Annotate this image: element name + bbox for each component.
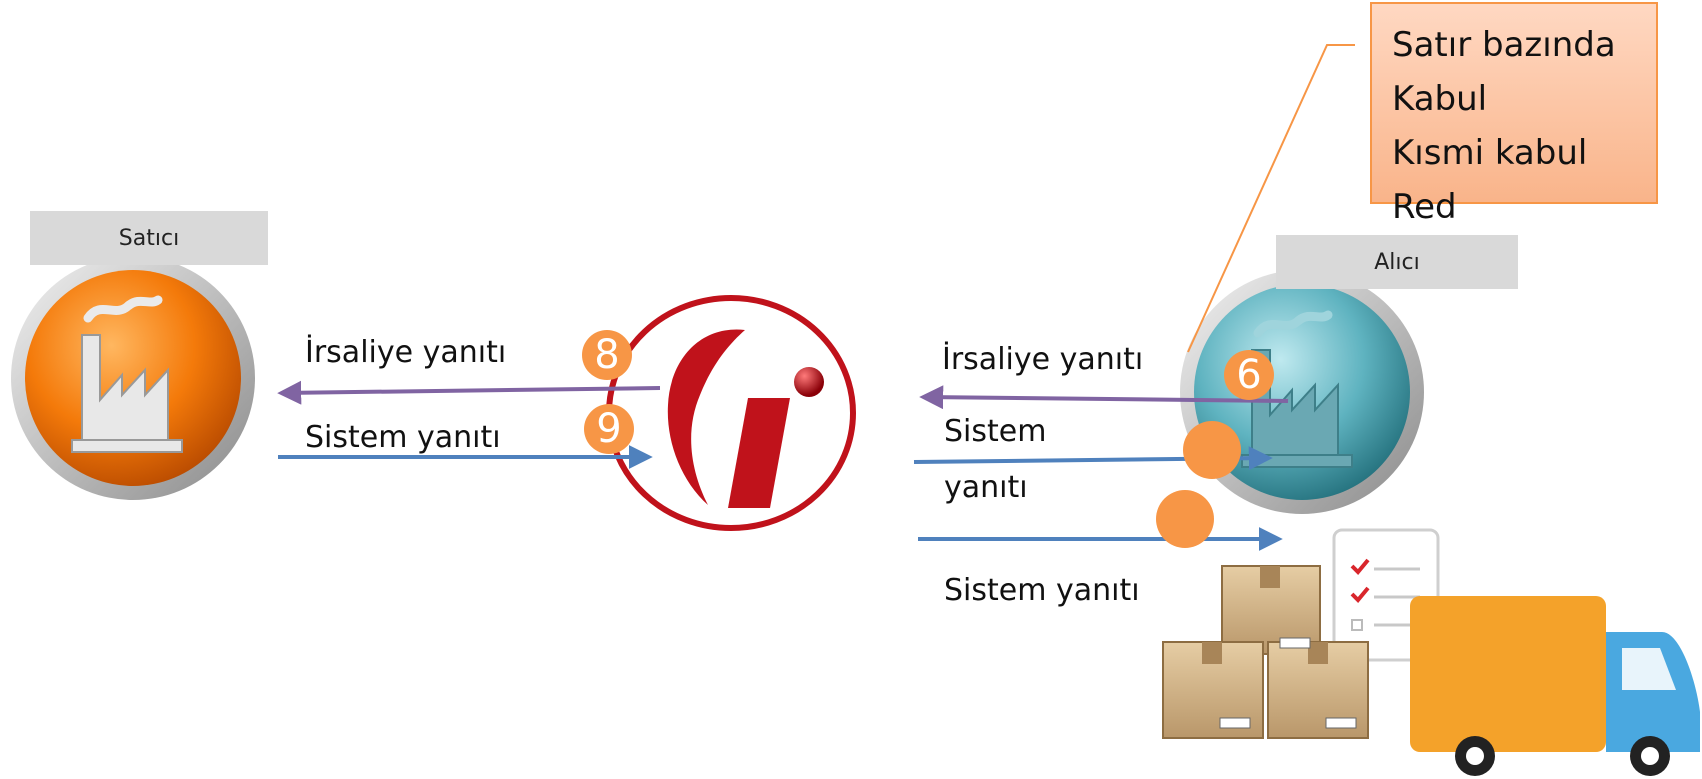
note-line: Kabul bbox=[1392, 79, 1488, 119]
step-badge-6: 6 bbox=[1224, 350, 1274, 400]
note-callout: Satır bazında Kabul Kısmi kabul Red bbox=[1370, 2, 1658, 227]
step-badge-9: 9 bbox=[584, 404, 634, 454]
right-system-label: Sistem yanıtı bbox=[944, 414, 1047, 505]
note-line: Kısmi kabul bbox=[1392, 133, 1588, 173]
note-line: Satır bazında bbox=[1392, 25, 1616, 65]
step-badge-blank bbox=[1183, 421, 1241, 479]
left-response-arrow bbox=[277, 380, 661, 405]
buyer-factory-icon bbox=[1180, 270, 1424, 514]
step-badge-8: 8 bbox=[582, 330, 632, 380]
right-response-label: İrsaliye yanıtı bbox=[942, 342, 1144, 377]
seller-label: Satıcı bbox=[30, 211, 268, 265]
note-connector bbox=[1187, 44, 1355, 353]
integrator-logo bbox=[606, 295, 856, 531]
right-system2-label: Sistem yanıtı bbox=[944, 573, 1140, 608]
step-badge-blank bbox=[1156, 490, 1214, 548]
right-response-arrow bbox=[919, 385, 1289, 410]
left-system-label: Sistem yanıtı bbox=[305, 420, 501, 455]
delivery-truck-with-boxes-icon bbox=[1162, 528, 1700, 776]
note-line: Red bbox=[1392, 187, 1457, 227]
seller-factory-icon bbox=[11, 256, 255, 500]
buyer-label: Alıcı bbox=[1276, 235, 1518, 289]
left-response-label: İrsaliye yanıtı bbox=[305, 335, 507, 370]
